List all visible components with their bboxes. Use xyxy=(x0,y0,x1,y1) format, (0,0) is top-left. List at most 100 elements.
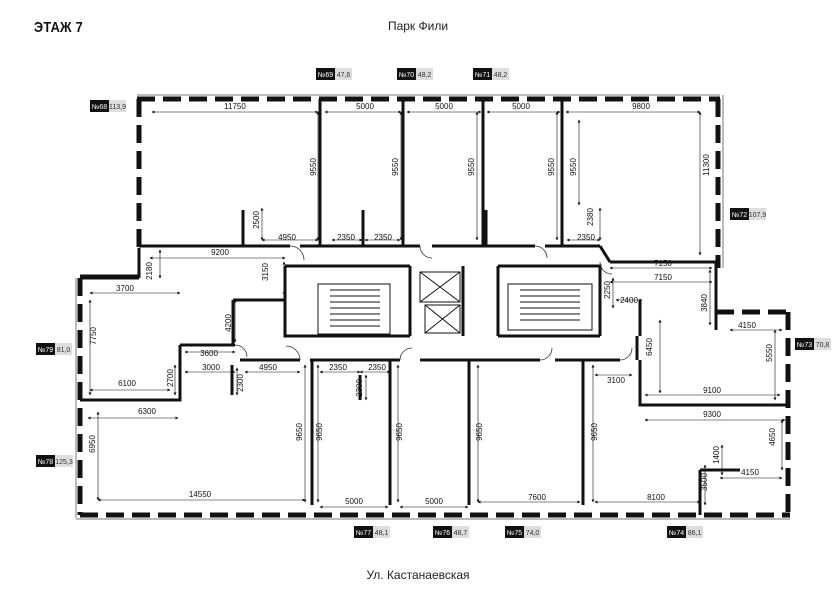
apartment-tag-79[interactable]: №79 81,0 xyxy=(36,343,72,355)
dim-label: 2350 xyxy=(368,363,386,372)
dim-label: 2300 xyxy=(236,374,245,392)
apartment-tag-69[interactable]: №69 47,6 xyxy=(316,68,352,80)
dim-label: 9550 xyxy=(569,158,578,176)
doors xyxy=(234,245,633,361)
apartment-tag-76[interactable]: №76 48,7 xyxy=(433,526,469,538)
dim-label: 2380 xyxy=(586,208,595,226)
dim-label: 9650 xyxy=(295,423,304,441)
interior-walls xyxy=(80,99,788,515)
dim-label: 9200 xyxy=(211,248,229,257)
dim-label: 2350 xyxy=(329,363,347,372)
dim-label: 8100 xyxy=(647,493,665,502)
svg-text:№72: №72 xyxy=(732,212,747,219)
apartment-tag-73[interactable]: №73 70,8 xyxy=(795,338,831,350)
dim-label: 2350 xyxy=(374,233,392,242)
svg-text:74,0: 74,0 xyxy=(526,530,540,537)
dim-label: 9800 xyxy=(632,102,650,111)
apartment-tag-72[interactable]: №72 107,9 xyxy=(730,208,766,220)
dimension-labels: 11750 5000 5000 5000 9800 9550 9550 9550… xyxy=(88,102,777,506)
svg-text:125,3: 125,3 xyxy=(55,459,73,466)
street-label-north: Парк Фили xyxy=(387,19,449,33)
dim-label: 2700 xyxy=(166,369,175,387)
svg-text:81,0: 81,0 xyxy=(57,347,71,354)
svg-text:70,8: 70,8 xyxy=(816,342,830,349)
street-label-south: Ул. Кастанаевская xyxy=(366,568,470,582)
apartment-tag-71[interactable]: №71 48,2 xyxy=(473,68,509,80)
dimension-lines xyxy=(87,110,786,509)
dim-label: 5000 xyxy=(512,102,530,111)
dim-label: 7600 xyxy=(528,493,546,502)
apartment-tag-77[interactable]: №77 48,1 xyxy=(354,526,390,538)
svg-text:48,2: 48,2 xyxy=(418,72,432,79)
dim-label: 9300 xyxy=(703,410,721,419)
svg-text:48,2: 48,2 xyxy=(494,72,508,79)
dim-label: 3100 xyxy=(607,376,625,385)
dim-label: 2500 xyxy=(252,211,261,229)
dim-label: 11300 xyxy=(702,154,711,176)
dim-label: 5000 xyxy=(425,497,443,506)
core xyxy=(317,271,593,335)
dim-label: 6450 xyxy=(645,338,654,356)
dim-label: 3600 xyxy=(200,349,218,358)
dim-label: 4150 xyxy=(738,321,756,330)
dim-label: 11750 xyxy=(224,102,246,111)
dim-label: 5000 xyxy=(435,102,453,111)
dim-label: 2400 xyxy=(620,296,638,305)
exterior-walls xyxy=(75,94,791,520)
dim-label: 2300 xyxy=(355,379,364,397)
dim-label: 9650 xyxy=(315,423,324,441)
dim-label: 9650 xyxy=(590,423,599,441)
svg-text:№76: №76 xyxy=(435,530,450,537)
dim-label: 9650 xyxy=(395,423,404,441)
dim-label: 6950 xyxy=(88,435,97,453)
dim-label: 4950 xyxy=(259,363,277,372)
svg-text:86,1: 86,1 xyxy=(688,530,702,537)
dim-label: 4200 xyxy=(224,314,233,332)
dim-label: 2350 xyxy=(337,233,355,242)
dim-label: 3150 xyxy=(261,263,270,281)
dim-label: 14550 xyxy=(189,490,212,499)
floor-title: ЭТАЖ 7 xyxy=(34,19,83,36)
svg-text:№75: №75 xyxy=(507,530,522,537)
svg-text:48,7: 48,7 xyxy=(454,530,468,537)
dim-label: 9550 xyxy=(547,158,556,176)
svg-text:№70: №70 xyxy=(399,72,414,79)
dim-label: 2180 xyxy=(145,262,154,280)
dim-label: 2250 xyxy=(603,281,612,299)
svg-text:№78: №78 xyxy=(38,459,53,466)
svg-text:№79: №79 xyxy=(38,347,53,354)
dim-label: 6300 xyxy=(138,407,156,416)
dim-label: 9550 xyxy=(467,158,476,176)
dim-label: 3500 xyxy=(700,473,709,491)
dim-label: 2350 xyxy=(577,233,595,242)
apartment-tags: №68 113,9 №69 47,6 №70 48,2 №71 48,2 №72 xyxy=(36,68,831,538)
svg-text:107,9: 107,9 xyxy=(749,212,767,219)
svg-text:№68: №68 xyxy=(92,104,107,111)
dim-label: 4950 xyxy=(278,233,296,242)
dim-label: 3000 xyxy=(202,363,220,372)
svg-text:48,1: 48,1 xyxy=(375,530,389,537)
apartment-tag-68[interactable]: №68 113,9 xyxy=(90,100,126,112)
apartment-tag-78[interactable]: №78 125,3 xyxy=(36,455,73,467)
svg-text:№71: №71 xyxy=(475,72,490,79)
dim-label: 9550 xyxy=(309,158,318,176)
dim-label: 6100 xyxy=(118,379,136,388)
dim-label: 5550 xyxy=(765,344,774,362)
dim-label: 3840 xyxy=(700,294,709,312)
apartment-tag-75[interactable]: №75 74,0 xyxy=(505,526,541,538)
dim-label: 7150 xyxy=(654,259,672,268)
dim-label: 5000 xyxy=(356,102,374,111)
svg-text:47,6: 47,6 xyxy=(337,72,351,79)
svg-text:№69: №69 xyxy=(318,72,333,79)
dim-label: 7750 xyxy=(89,327,98,345)
apartment-tag-70[interactable]: №70 48,2 xyxy=(397,68,433,80)
dim-label: 3700 xyxy=(116,284,134,293)
svg-text:№77: №77 xyxy=(356,530,371,537)
dim-label: 4650 xyxy=(768,428,777,446)
dim-label: 9650 xyxy=(475,423,484,441)
svg-text:№74: №74 xyxy=(669,530,684,537)
dim-label: 9550 xyxy=(391,158,400,176)
apartment-tag-74[interactable]: №74 86,1 xyxy=(667,526,703,538)
